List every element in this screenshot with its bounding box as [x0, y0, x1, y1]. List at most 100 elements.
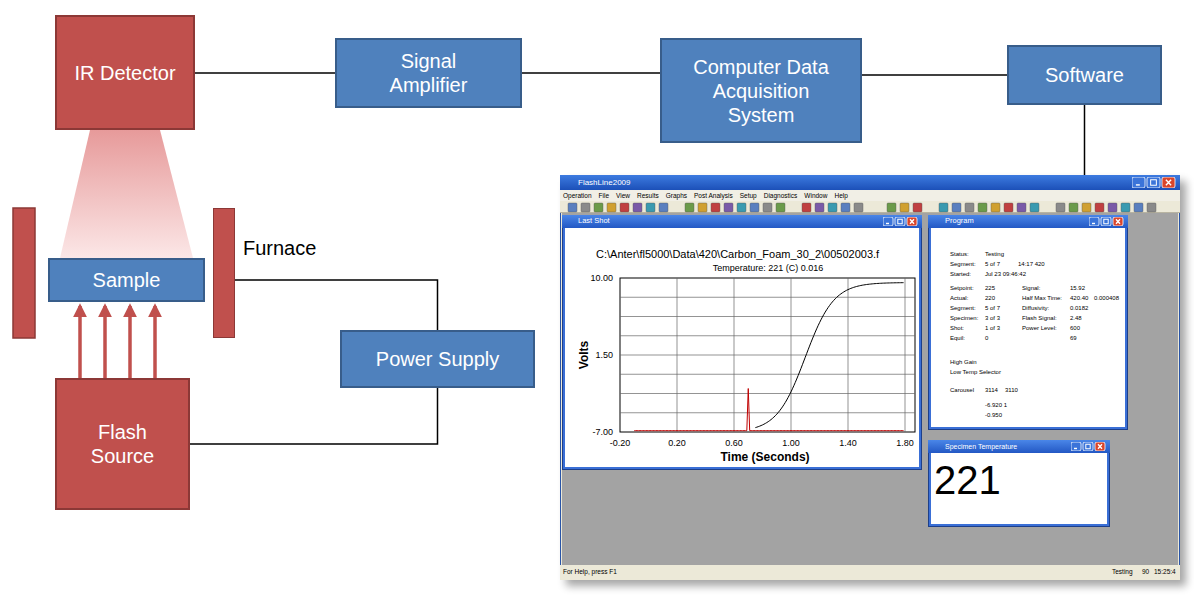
window-text: 90	[1142, 569, 1149, 576]
window-buttons	[1132, 177, 1177, 188]
plot-frame	[620, 278, 915, 432]
window-text: Testing	[1112, 569, 1133, 576]
grid-line	[620, 393, 915, 394]
window-text: For Help, press F1	[563, 569, 617, 576]
toolbar-icon	[685, 203, 694, 212]
window-button	[1147, 177, 1160, 188]
toolbar-icon	[1056, 203, 1065, 212]
wire	[522, 72, 660, 74]
window-text: Segment:	[950, 261, 976, 267]
window-text: Actual:	[950, 295, 968, 301]
window-text: 10.00	[590, 274, 613, 283]
grid-line	[620, 374, 915, 375]
menu-item: File	[599, 193, 609, 200]
toolbar-icon	[1004, 203, 1013, 212]
toolbar-icon	[1134, 203, 1143, 212]
window-button	[1089, 217, 1099, 226]
menu-item: Post Analysis	[694, 193, 733, 200]
grid-line	[620, 335, 915, 336]
window-text: 5 of 7	[985, 305, 1000, 311]
window-text: 0.60	[725, 439, 743, 448]
window-text: 0.0182	[1070, 305, 1088, 311]
flash-arrow	[103, 306, 107, 378]
box-label: Computer Data Acquisition System	[686, 55, 836, 127]
detector-box: IR Detector	[55, 15, 195, 130]
window-button	[1095, 442, 1105, 451]
window-text: Low Temp Selector	[950, 369, 1001, 375]
window-button	[907, 217, 917, 226]
toolbar-icon	[633, 203, 642, 212]
maximize-box	[898, 219, 902, 224]
grid-line	[620, 412, 915, 413]
toolbar-icon	[581, 203, 590, 212]
toolbar-icon	[952, 203, 961, 212]
window-text: 3 of 3	[985, 315, 1000, 321]
window-text: 1 of 3	[985, 325, 1000, 331]
window-text: Carousel	[950, 387, 974, 393]
toolbar-icon	[776, 203, 785, 212]
toolbar-icon	[1017, 203, 1026, 212]
window-text: Shot:	[950, 325, 964, 331]
toolbar-icons	[560, 202, 1180, 213]
toolbar-icon	[568, 203, 577, 212]
signal-wire	[1084, 105, 1085, 175]
minimize-bar	[1136, 184, 1140, 185]
window-text: Time (Seconds)	[720, 451, 809, 463]
toolbar-icon	[1069, 203, 1078, 212]
window-buttons	[1089, 217, 1125, 226]
window-text: Half Max Time:	[1022, 295, 1062, 301]
source-box: Flash Source	[55, 378, 190, 510]
minimize-bar	[886, 223, 889, 224]
app-window: FlashLine2009OperationFileViewResultsGra…	[560, 175, 1180, 580]
menu-item: Window	[804, 193, 827, 200]
window-button	[1162, 177, 1175, 188]
window-text: Specimen:	[950, 315, 978, 321]
toolbar-icon	[750, 203, 759, 212]
window-text: Volts	[578, 341, 590, 369]
process-box: Computer Data Acquisition System	[660, 38, 862, 143]
window-text: 1.40	[839, 439, 857, 448]
window-button	[1083, 442, 1093, 451]
furnace: Furnace	[213, 208, 333, 338]
toolbar-icon	[991, 203, 1000, 212]
window-text: 1.80	[896, 439, 914, 448]
wire	[862, 74, 1007, 76]
title-bar	[560, 175, 1180, 190]
window-text: Temperature: 221 (C) 0.016	[713, 264, 824, 273]
window-text: 1.50	[595, 351, 613, 360]
window-text: 15.92	[1070, 285, 1085, 291]
window-text: 221	[934, 460, 1001, 500]
window-text: Started:	[950, 271, 971, 277]
window-button	[1101, 217, 1111, 226]
signal-wire	[522, 73, 660, 74]
toolbar-icon	[1082, 203, 1091, 212]
wire	[195, 72, 335, 74]
toolbar-icon	[854, 203, 863, 212]
window-button	[1071, 442, 1081, 451]
sample-box: Sample	[48, 258, 205, 302]
menu-item: Help	[834, 193, 847, 200]
toolbar-icon	[1121, 203, 1130, 212]
window-text: Segment:	[950, 305, 976, 311]
window-text: Setpoint:	[950, 285, 974, 291]
toolbar-icon	[620, 203, 629, 212]
toolbar-icon	[594, 203, 603, 212]
toolbar-icon	[711, 203, 720, 212]
toolbar-icon	[698, 203, 707, 212]
window-text: 3110	[1005, 387, 1018, 393]
toolbar-icon	[659, 203, 668, 212]
box-label: Software	[1045, 63, 1124, 87]
grid-line	[620, 355, 915, 356]
maximize-box	[1086, 444, 1090, 449]
toolbar-icon	[939, 203, 948, 212]
window-text: 2.48	[1070, 315, 1082, 321]
window-text: 0.20	[668, 439, 686, 448]
toolbar-icon	[913, 203, 922, 212]
window-title: Specimen Temperature	[945, 443, 1017, 450]
flash-arrow	[128, 306, 132, 378]
wire	[1084, 105, 1086, 175]
window-text: 220	[985, 295, 995, 301]
toolbar-icon	[887, 203, 896, 212]
menu-item: Graphs	[666, 193, 687, 200]
